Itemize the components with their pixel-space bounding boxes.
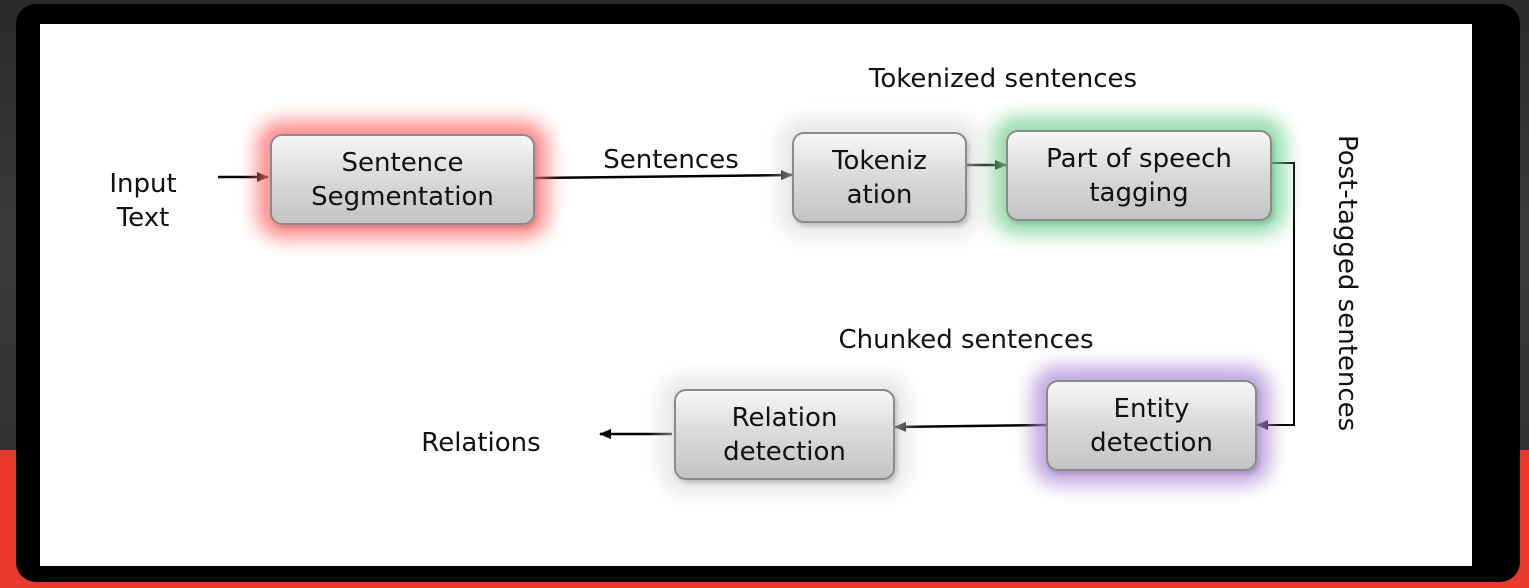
arrow-segmentation-to-tokenization — [534, 170, 793, 181]
sentence-segmentation-box: Sentence Segmentation — [270, 134, 535, 225]
arrow-pos-to-entity — [1256, 162, 1295, 430]
arrow-entity-to-relation — [894, 421, 1047, 432]
tokenization-box: Tokeniz ation — [792, 132, 967, 223]
tokenized-sentences-label: Tokenized sentences — [868, 64, 1138, 94]
post-tagged-sentences-label: Post-tagged sentences — [1332, 135, 1362, 432]
input-text-label: Input Text — [109, 169, 177, 233]
pos-tagging-box: Part of speech tagging — [1006, 130, 1272, 221]
relation-detection-box: Relation detection — [674, 389, 895, 480]
sentences-label: Sentences — [603, 145, 739, 175]
relations-label: Relations — [421, 428, 541, 458]
entity-detection-box: Entity detection — [1046, 380, 1257, 471]
chunked-sentences-label: Chunked sentences — [838, 325, 1094, 355]
